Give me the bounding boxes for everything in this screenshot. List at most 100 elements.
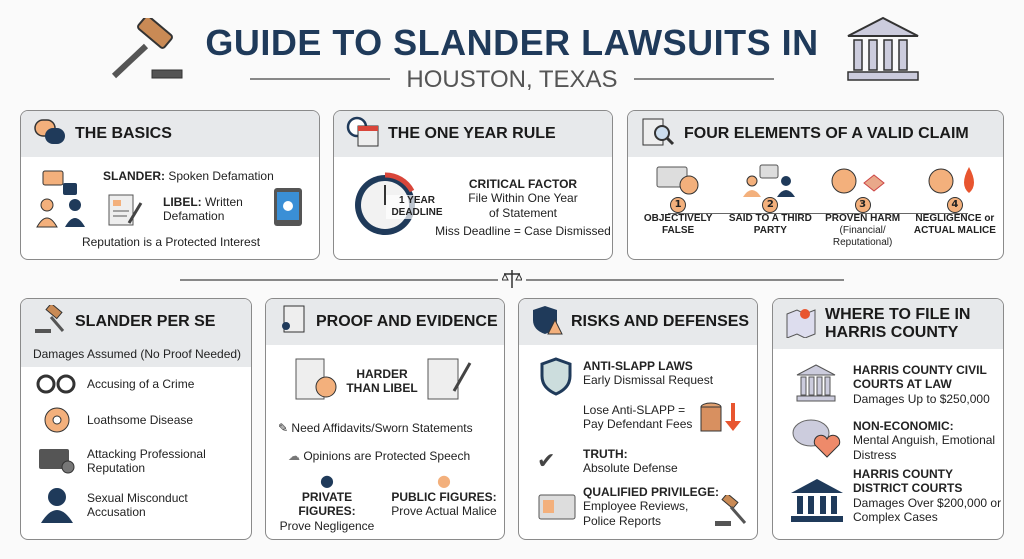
affidavit-icon: ✎ <box>278 421 289 435</box>
basics-footer: Reputation is a Protected Interest <box>81 235 261 249</box>
element-label: OBJECTIVELY FALSE <box>643 213 713 236</box>
truth-text: Absolute Defense <box>583 461 678 476</box>
divider <box>180 279 498 281</box>
district-courthouse-icon <box>791 479 843 522</box>
shield-warning-icon <box>531 304 563 340</box>
public-person-icon: ● <box>437 471 451 490</box>
divider <box>250 78 390 80</box>
public-label: PUBLIC FIGURES: <box>391 490 497 504</box>
private-text: Prove Negligence <box>279 518 375 533</box>
card-title: RISKS AND DEFENSES <box>571 313 750 331</box>
deadline-label: 1 YEAR DEADLINE <box>386 195 448 219</box>
timeline-line <box>668 213 968 214</box>
gavel-icon <box>111 18 183 79</box>
gavel-icon <box>715 495 747 526</box>
element-label: SAID TO A THIRD PARTY <box>728 213 812 236</box>
page-title: GUIDE TO SLANDER LAWSUITS IN <box>205 22 819 63</box>
step-number: 3 <box>854 197 871 213</box>
per-se-item: Sexual Misconduct Accusation <box>87 491 188 520</box>
document-pen-icon <box>108 194 143 226</box>
non-economic-text: Mental Anguish, Emotional Distress <box>853 433 996 462</box>
handcuffs-icon <box>36 374 76 394</box>
civil-courts-text: Damages Up to $250,000 <box>853 391 990 406</box>
per-se-item: Loathsome Disease <box>87 413 194 427</box>
public-text: Prove Actual Malice <box>391 504 497 519</box>
page-subtitle: HOUSTON, TEXAS <box>406 66 618 93</box>
district-courts-text: Damages Over $200,000 or Complex Cases <box>853 495 1002 525</box>
card-proof-evidence: PROOF AND EVIDENCE HARDER THAN LIBEL ✎ N… <box>265 298 505 540</box>
profile-document-icon <box>278 304 308 340</box>
anti-slapp-label: ANTI-SLAPP LAWS <box>583 359 693 373</box>
private-label: PRIVATE FIGURES: <box>298 490 356 519</box>
slander-text: Spoken Defamation <box>168 169 274 183</box>
card-title: THE BASICS <box>75 125 172 143</box>
file-within-text: File Within One Year <box>468 191 578 206</box>
tablet-social-icon <box>274 188 302 226</box>
qualified-privilege-label: QUALIFIED PRIVILEGE: <box>583 485 720 499</box>
affidavits-text: Need Affidavits/Sworn Statements <box>291 421 473 435</box>
checklist-magnifier-icon <box>640 116 676 152</box>
slander-label: SLANDER: <box>103 169 165 183</box>
card-title: WHERE TO FILE IN HARRIS COUNTY <box>825 306 971 341</box>
briefcase-gear-icon <box>39 449 75 474</box>
civil-courts-label: HARRIS COUNTY CIVIL COURTS AT LAW <box>853 363 987 392</box>
miss-deadline-text: Miss Deadline = Case Dismissed <box>435 224 611 239</box>
map-pin-icon <box>785 306 817 342</box>
card-title: FOUR ELEMENTS OF A VALID CLAIM <box>684 125 969 143</box>
card-basics: THE BASICS SLANDER: Spoken Defamation LI… <box>20 110 320 260</box>
per-se-item: Attacking Professional Reputation <box>87 447 206 476</box>
biohazard-icon <box>44 407 70 433</box>
element-label: NEGLIGENCE or ACTUAL MALICE <box>913 213 996 236</box>
card-slander-per-se: SLANDER PER SE Damages Assumed (No Proof… <box>20 298 252 540</box>
person-question-icon <box>41 488 73 523</box>
scales-icon <box>502 270 522 288</box>
checkmark-icon: ✔ <box>537 449 556 474</box>
divider <box>634 78 774 80</box>
libel-label: LIBEL: <box>163 195 202 209</box>
per-se-item: Accusing of a Crime <box>87 377 195 391</box>
card-title: SLANDER PER SE <box>75 313 216 331</box>
qualified-privilege-text: Employee Reviews, <box>583 499 689 514</box>
thought-bubble-icon: ☁ <box>288 449 300 463</box>
divider <box>526 279 844 281</box>
libel-text: Written Defamation <box>163 195 243 224</box>
coins-down-icon <box>700 402 741 432</box>
question-document-icon <box>295 358 337 400</box>
private-person-icon: ● <box>320 471 334 490</box>
of-statement-text: of Statement <box>488 205 558 220</box>
card-one-year-rule: THE ONE YEAR RULE 1 YEAR DEADLINE CRITIC… <box>333 110 613 260</box>
clock-calendar-icon <box>346 116 380 152</box>
card-title: PROOF AND EVIDENCE <box>316 313 498 331</box>
harm-handshake-icon <box>831 168 885 194</box>
card-title: THE ONE YEAR RULE <box>388 125 556 143</box>
pay-fees-text: Pay Defendant Fees <box>583 417 693 432</box>
step-number: 2 <box>762 197 779 213</box>
critical-factor: CRITICAL FACTOR <box>468 177 578 191</box>
step-number: 4 <box>946 197 963 213</box>
step-number: 1 <box>670 197 687 213</box>
id-badge-icon <box>538 494 576 520</box>
third-party-icon <box>743 164 796 197</box>
element-note: (Financial/ Reputational) <box>832 225 893 248</box>
non-economic-label: NON-ECONOMIC: <box>853 419 954 433</box>
brain-broken-heart-icon <box>792 419 841 458</box>
people-talking-icon <box>36 170 85 228</box>
signed-document-icon <box>427 358 472 400</box>
truth-label: TRUTH: <box>583 447 628 461</box>
gavel-icon <box>33 302 67 339</box>
shield-gavel-icon <box>540 357 572 396</box>
qualified-privilege-text: Police Reports <box>583 513 662 528</box>
lose-anti-slapp-text: Lose Anti-SLAPP = <box>583 403 686 417</box>
courthouse-icon <box>796 364 836 402</box>
district-courts-label: HARRIS COUNTY DISTRICT COURTS <box>853 467 963 496</box>
card-where-to-file: WHERE TO FILE IN HARRIS COUNTY HARRIS CO… <box>772 298 1004 540</box>
opinions-text: Opinions are Protected Speech <box>303 449 471 463</box>
element-label: PROVEN HARM <box>825 213 901 224</box>
courthouse-icon <box>847 16 919 81</box>
chat-bubbles-icon <box>33 118 67 150</box>
